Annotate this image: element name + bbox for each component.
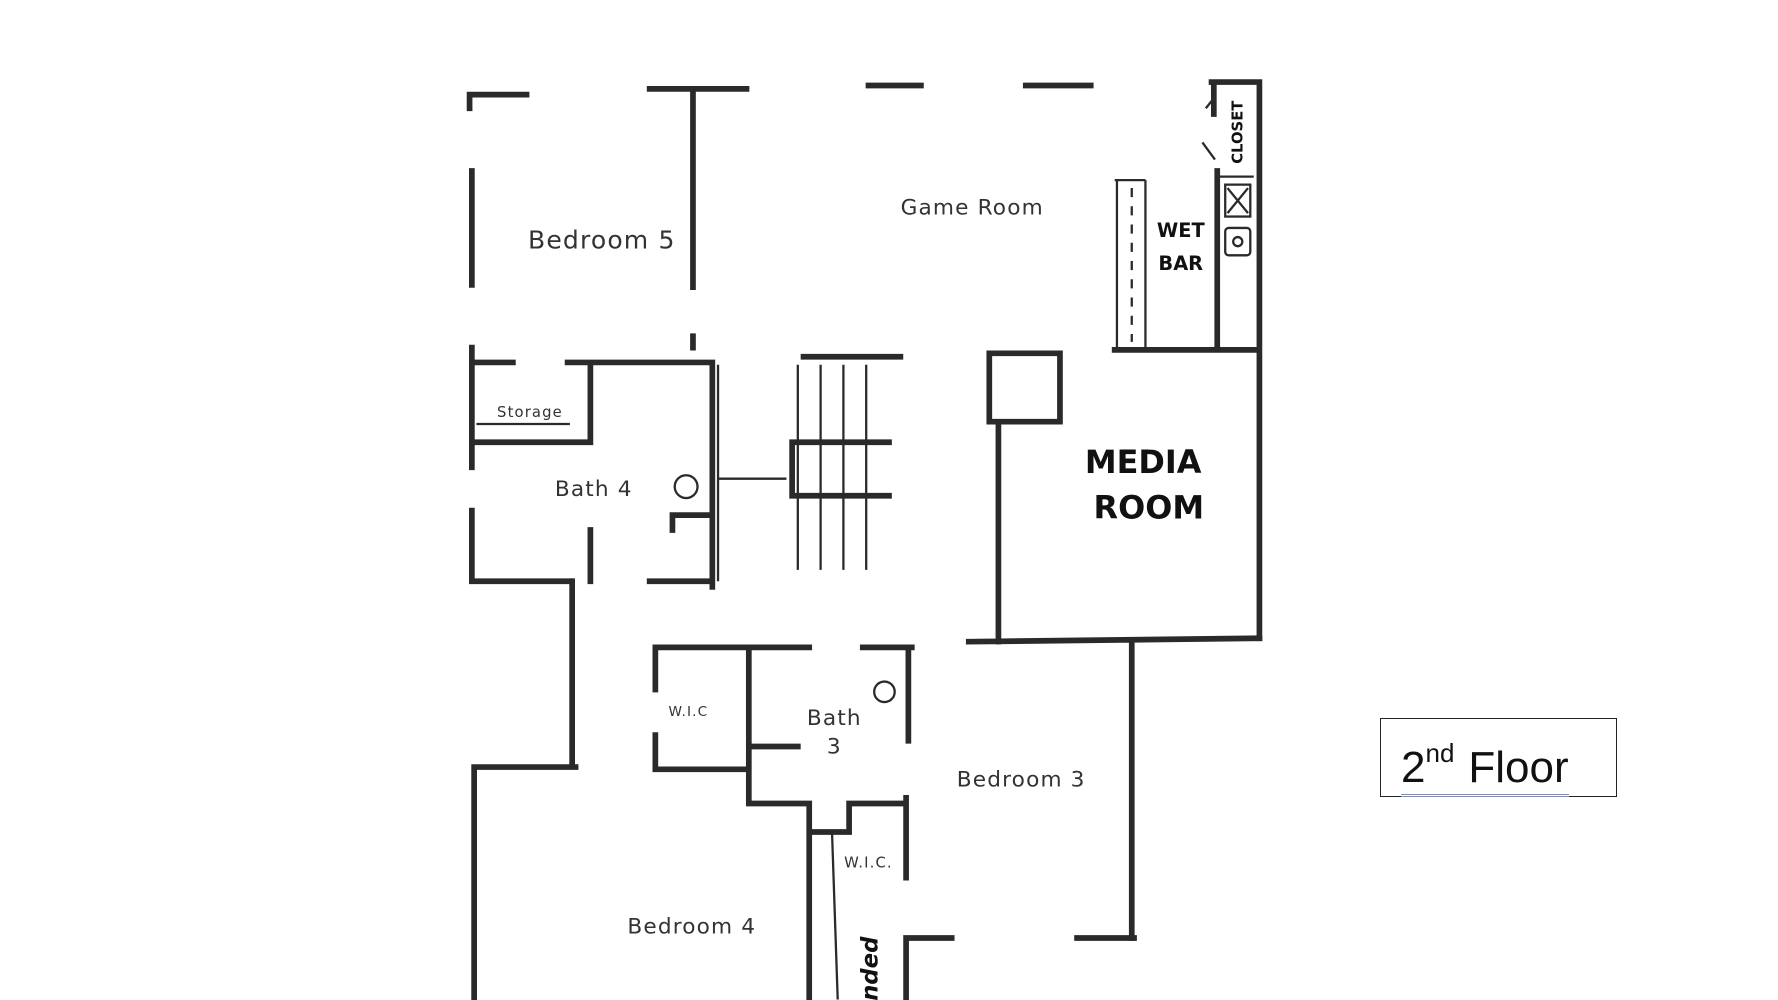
label-extended: nded [858, 936, 884, 1000]
label-game-room: Game Room [901, 195, 1044, 220]
floor-word: Floor [1468, 743, 1569, 792]
walls [466, 79, 1263, 1000]
label-bath-4: Bath 4 [555, 477, 633, 502]
floor-label-box: 2nd Floor [1380, 718, 1617, 797]
label-bath-3-number: 3 [827, 734, 842, 759]
label-bedroom-3: Bedroom 3 [957, 767, 1086, 792]
label-storage: Storage [497, 404, 563, 421]
label-bath-3: Bath [807, 706, 862, 731]
label-media: MEDIA [1085, 443, 1202, 481]
label-bedroom-5: Bedroom 5 [528, 225, 676, 254]
label-wet: WET [1157, 219, 1206, 242]
room-labels: Bedroom 5 Game Room WET BAR CLOSET Stora… [497, 100, 1246, 1000]
label-wic-1: W.I.C [668, 704, 708, 720]
floor-label: 2nd Floor [1401, 727, 1569, 797]
label-wic-2: W.I.C. [844, 854, 893, 871]
floor-suffix: nd [1425, 738, 1455, 768]
label-room: ROOM [1094, 489, 1205, 527]
label-bar: BAR [1158, 252, 1203, 275]
label-closet: CLOSET [1229, 100, 1246, 164]
label-bedroom-4: Bedroom 4 [627, 914, 756, 939]
floor-number: 2 [1401, 743, 1426, 792]
